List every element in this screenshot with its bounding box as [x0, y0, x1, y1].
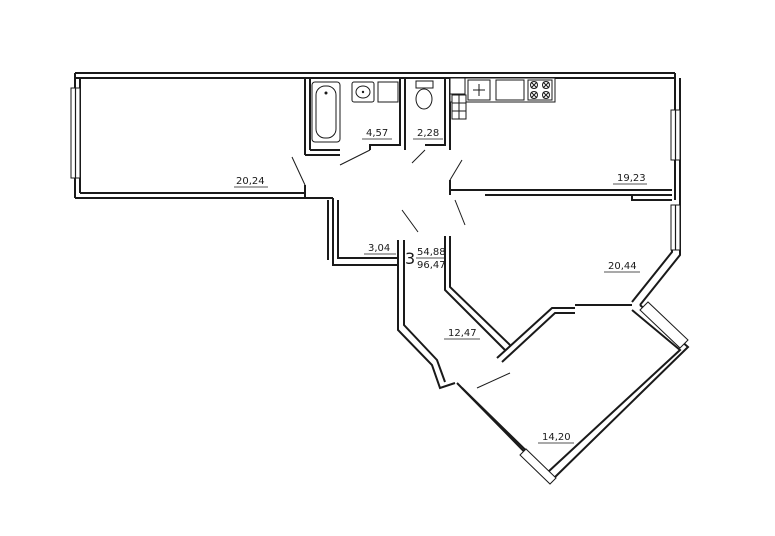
windows	[70, 87, 689, 485]
washing-machine-icon	[377, 81, 399, 103]
stove-icon	[527, 79, 553, 101]
room-labels: 20,24 4,57 2,28 19,23 3,04 20,44 12,47 1…	[234, 128, 647, 444]
room-label: 12,47	[448, 328, 477, 339]
door-storage	[401, 209, 419, 233]
toilet-icon	[415, 80, 434, 89]
door-bathroom	[339, 149, 371, 166]
door-room6	[454, 199, 466, 226]
door-room8	[476, 372, 511, 389]
vent-shaft-icon	[451, 94, 467, 120]
window-bay	[639, 301, 689, 349]
room-label: 14,20	[542, 432, 571, 443]
room-label: 19,23	[617, 173, 646, 184]
interior-walls	[304, 78, 672, 390]
room-label: 20,24	[236, 176, 265, 187]
door-room4	[449, 159, 463, 181]
door-room1	[291, 156, 306, 186]
living-area: 54,88	[417, 247, 446, 258]
room-label: 4,57	[366, 128, 388, 139]
room-count: 3	[405, 249, 415, 268]
cabinet	[495, 79, 525, 101]
apartment-summary: 3 54,88 96,47	[405, 247, 446, 271]
fixtures	[311, 77, 556, 143]
room-label: 2,28	[417, 128, 439, 139]
window-diagonal	[519, 448, 557, 485]
total-area: 96,47	[417, 260, 446, 271]
door-wc	[411, 149, 426, 164]
room-label: 20,44	[608, 261, 637, 272]
room-label: 3,04	[368, 243, 390, 254]
doors	[291, 149, 511, 389]
fridge-icon	[449, 77, 466, 95]
